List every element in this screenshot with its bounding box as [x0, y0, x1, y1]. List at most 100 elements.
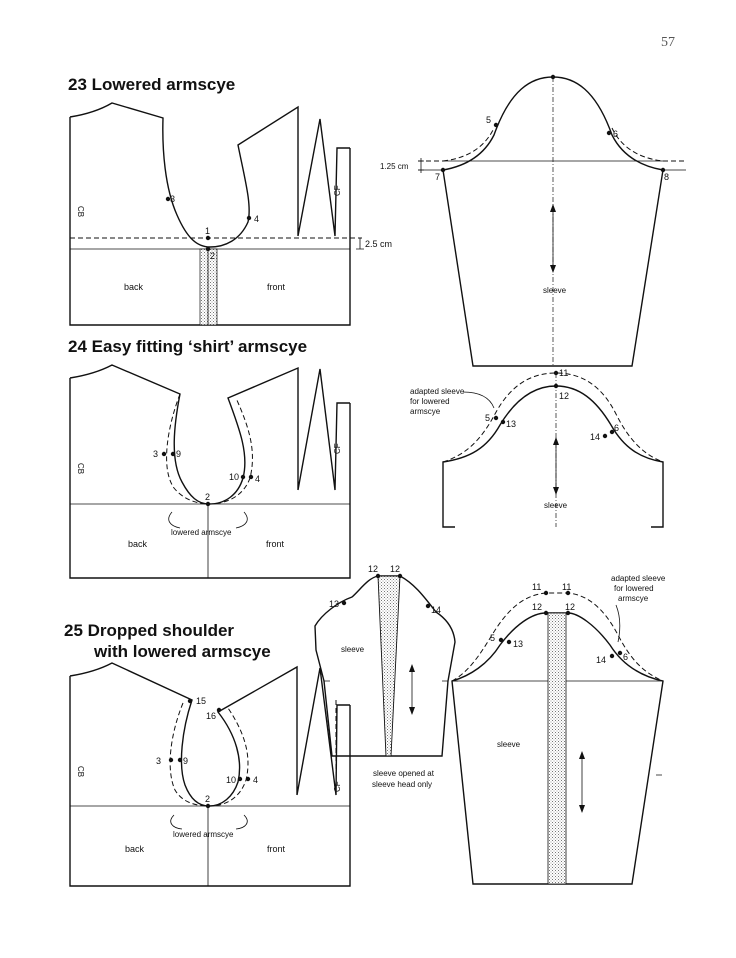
fig23-label-2: 2 — [210, 251, 215, 261]
fig24-point-9 — [170, 451, 176, 457]
fig24-label-14: 14 — [590, 432, 600, 442]
fig24-point-10 — [240, 474, 246, 480]
fig25-label-6: 6 — [623, 652, 628, 662]
fig25-label-16: 16 — [206, 711, 216, 721]
fig24-point-5 — [493, 415, 499, 421]
fig25-point-5 — [498, 637, 504, 643]
figure-23-bodice: 3 4 1 2 back front 2.5 cm CB CF — [69, 102, 392, 326]
fig23-grain-arrows — [550, 204, 556, 273]
fig25-point-12-left — [543, 610, 549, 616]
page-number: 57 — [661, 35, 675, 50]
fig24-label-9: 9 — [176, 449, 181, 459]
fig25-label-14: 14 — [596, 655, 606, 665]
fig23-sleeve-top — [550, 74, 556, 80]
fig23-sleeve-original-head — [442, 127, 664, 162]
fig24-label-3: 3 — [153, 449, 158, 459]
fig25-label-5: 5 — [490, 633, 495, 643]
fig25-back-label: back — [125, 844, 145, 854]
fig24-adapted-head — [442, 372, 664, 463]
fig24-label-2: 2 — [205, 492, 210, 502]
fig23-label-4: 4 — [254, 214, 259, 224]
fig25-cb-label: CB — [76, 766, 85, 777]
fig25-point-3 — [168, 757, 174, 763]
fig25-opened-note-line-1: sleeve opened at — [373, 769, 435, 778]
fig24-label-13: 13 — [506, 419, 516, 429]
figure-24-sleeve: 11 12 5 13 14 6 adapted sleeve for lower… — [410, 368, 664, 528]
fig24-label-10: 10 — [229, 472, 239, 482]
fig25-label-12a: 12 — [532, 602, 542, 612]
fig25-sleeve-panel — [547, 612, 567, 885]
fig24-point-4 — [248, 474, 254, 480]
figure-25-title-line-1: 25 Dropped shoulder — [64, 621, 235, 640]
fig25-label-11b: 11 — [562, 582, 571, 592]
fig23-measure-label: 2.5 cm — [365, 239, 392, 249]
fig23-cf-label: CF — [333, 185, 342, 196]
fig24-cf-label: CF — [333, 443, 342, 454]
fig25-label-9: 9 — [183, 756, 188, 766]
fig24-label-5: 5 — [485, 413, 490, 423]
fig25-point-11-right — [565, 590, 571, 596]
fig25-opened-wedge — [377, 575, 401, 757]
fig24-point-13 — [500, 419, 506, 425]
figure-24-bodice: 3 9 2 10 4 lowered armscye back front CB… — [69, 364, 351, 579]
fig25-label-13: 13 — [513, 639, 523, 649]
fig24-note-line-3: armscye — [410, 407, 441, 416]
fig25-opened-label-13: 13 — [329, 599, 339, 609]
fig25-point-11-left — [543, 590, 549, 596]
fig25-note-line-2: for lowered — [614, 584, 654, 593]
fig24-bodice-outline — [69, 364, 351, 579]
fig23-sleeve-measure — [418, 158, 424, 173]
fig25-opened-label-12a: 12 — [368, 564, 378, 574]
fig25-label-4: 4 — [253, 775, 258, 785]
fig24-sleeve-label: sleeve — [544, 501, 568, 510]
fig25-point-15 — [187, 698, 193, 704]
fig25-opened-point-12-right — [397, 573, 403, 579]
fig25-opened-point-12-left — [375, 573, 381, 579]
fig24-label-11: 11 — [559, 368, 568, 378]
fig24-point-12 — [553, 383, 559, 389]
fig23-sleeve-label: sleeve — [543, 286, 567, 295]
fig25-cf-label: CF — [333, 781, 342, 792]
fig24-back-label: back — [128, 539, 148, 549]
fig25-opened-note-line-2: sleeve head only — [372, 780, 432, 789]
fig25-opened-sleeve-label: sleeve — [341, 645, 365, 654]
fig25-front-label: front — [267, 844, 286, 854]
fig24-point-14 — [602, 433, 608, 439]
fig25-opened-point-13 — [341, 600, 347, 606]
figure-25-bodice: 15 16 3 9 10 4 2 lowered armscye back fr… — [69, 662, 351, 887]
fig24-point-3 — [161, 451, 167, 457]
fig23-sleeve-outline — [442, 76, 664, 367]
fig25-point-12-right — [565, 610, 571, 616]
fig23-point-3 — [165, 196, 171, 202]
fig24-cb-label: CB — [76, 463, 85, 474]
fig25-label-11a: 11 — [532, 582, 541, 592]
fig25-point-4 — [245, 776, 251, 782]
fig23-point-4 — [246, 215, 252, 221]
fig25-point-2 — [205, 803, 211, 809]
fig24-note-line-1: adapted sleeve — [410, 387, 465, 396]
fig25-label-12b: 12 — [565, 602, 575, 612]
fig23-front-label: front — [267, 282, 286, 292]
fig25-sleeve-label: sleeve — [497, 740, 521, 749]
fig23-point-6 — [606, 130, 612, 136]
fig23-label-1: 1 — [205, 226, 210, 236]
fig25-point-9 — [177, 757, 183, 763]
fig24-lowered-note: lowered armscye — [171, 528, 232, 537]
fig25-label-2: 2 — [205, 794, 210, 804]
fig24-point-6 — [609, 429, 615, 435]
fig25-point-16 — [216, 707, 222, 713]
fig24-label-4: 4 — [255, 474, 260, 484]
figure-25-opened-sleeve: 12 12 13 14 sleeve sleeve opened at slee… — [314, 564, 456, 790]
fig23-label-6: 6 — [613, 129, 618, 139]
fig25-point-13 — [506, 639, 512, 645]
figure-25-title-line-2: with lowered armscye — [94, 642, 271, 661]
fig25-point-14 — [609, 653, 615, 659]
fig24-label-12: 12 — [559, 391, 569, 401]
fig25-label-15: 15 — [196, 696, 206, 706]
fig24-note-line-2: for lowered — [410, 397, 450, 406]
fig25-opened-label-12b: 12 — [390, 564, 400, 574]
fig25-opened-label-14: 14 — [431, 605, 441, 615]
fig23-measure-mark — [356, 237, 364, 250]
fig23-label-3: 3 — [170, 194, 175, 204]
figure-25-title: 25 Dropped shoulder with lowered armscye — [64, 620, 271, 662]
